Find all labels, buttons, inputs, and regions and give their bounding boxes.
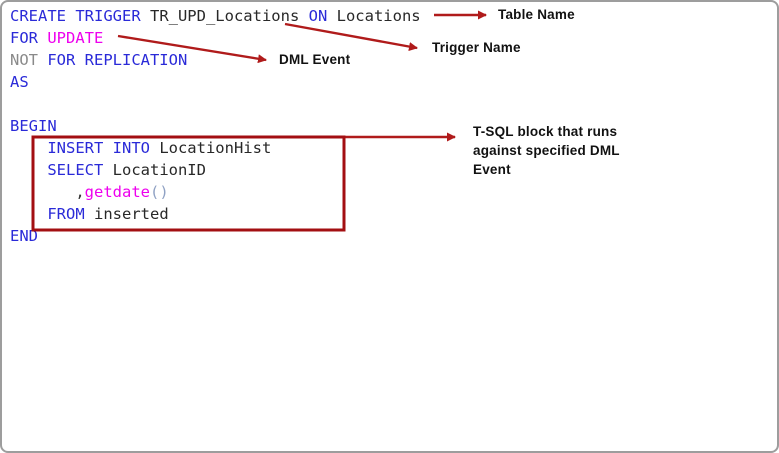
code-token: FOR	[10, 29, 48, 47]
code-line: BEGIN	[10, 115, 421, 137]
code-line: END	[10, 225, 421, 247]
code-line: CREATE TRIGGER TR_UPD_Locations ON Locat…	[10, 5, 421, 27]
code-token: INSERT INTO	[47, 139, 160, 157]
table-name-label: Table Name	[498, 7, 575, 22]
code-line: SELECT LocationID	[10, 159, 421, 181]
code-line: FOR UPDATE	[10, 27, 421, 49]
code-token: ()	[150, 183, 169, 201]
code-token: Locations	[336, 7, 421, 25]
code-token: TR_UPD_Locations	[149, 7, 309, 25]
code-token: ,	[75, 183, 85, 201]
code-line: AS	[10, 71, 421, 93]
code-token: FROM	[47, 205, 94, 223]
code-line: INSERT INTO LocationHist	[10, 137, 421, 159]
code-line: FROM inserted	[10, 203, 421, 225]
code-token: UPDATE	[47, 29, 104, 47]
code-line: NOT FOR REPLICATION	[10, 49, 421, 71]
code-token: NOT	[10, 51, 48, 69]
code-token: LocationHist	[159, 139, 272, 157]
tsql-block-label-line1: T-SQL block that runs	[473, 124, 618, 139]
code-token: BEGIN	[10, 117, 57, 135]
code-token: getdate	[84, 183, 150, 201]
code-token: inserted	[94, 205, 169, 223]
code-token	[10, 183, 75, 201]
tsql-block-label-line2: against specified DML	[473, 143, 620, 158]
code-token: FOR REPLICATION	[47, 51, 188, 69]
tsql-block-label-line3: Event	[473, 162, 511, 177]
code-token: END	[10, 227, 38, 245]
code-token: SELECT	[47, 161, 113, 179]
code-token: LocationID	[112, 161, 206, 179]
code-token	[10, 139, 47, 157]
tsql-block-label: T-SQL block that runs against specified …	[473, 122, 653, 179]
code-token: ON	[308, 7, 337, 25]
sql-code-block: CREATE TRIGGER TR_UPD_Locations ON Locat…	[10, 5, 421, 247]
code-token: AS	[10, 73, 29, 91]
trigger-name-label: Trigger Name	[432, 40, 521, 55]
code-token	[10, 205, 47, 223]
code-token	[10, 161, 47, 179]
code-token: CREATE TRIGGER	[10, 7, 150, 25]
dml-event-label: DML Event	[279, 52, 351, 67]
code-line	[10, 93, 421, 115]
code-line: ,getdate()	[10, 181, 421, 203]
